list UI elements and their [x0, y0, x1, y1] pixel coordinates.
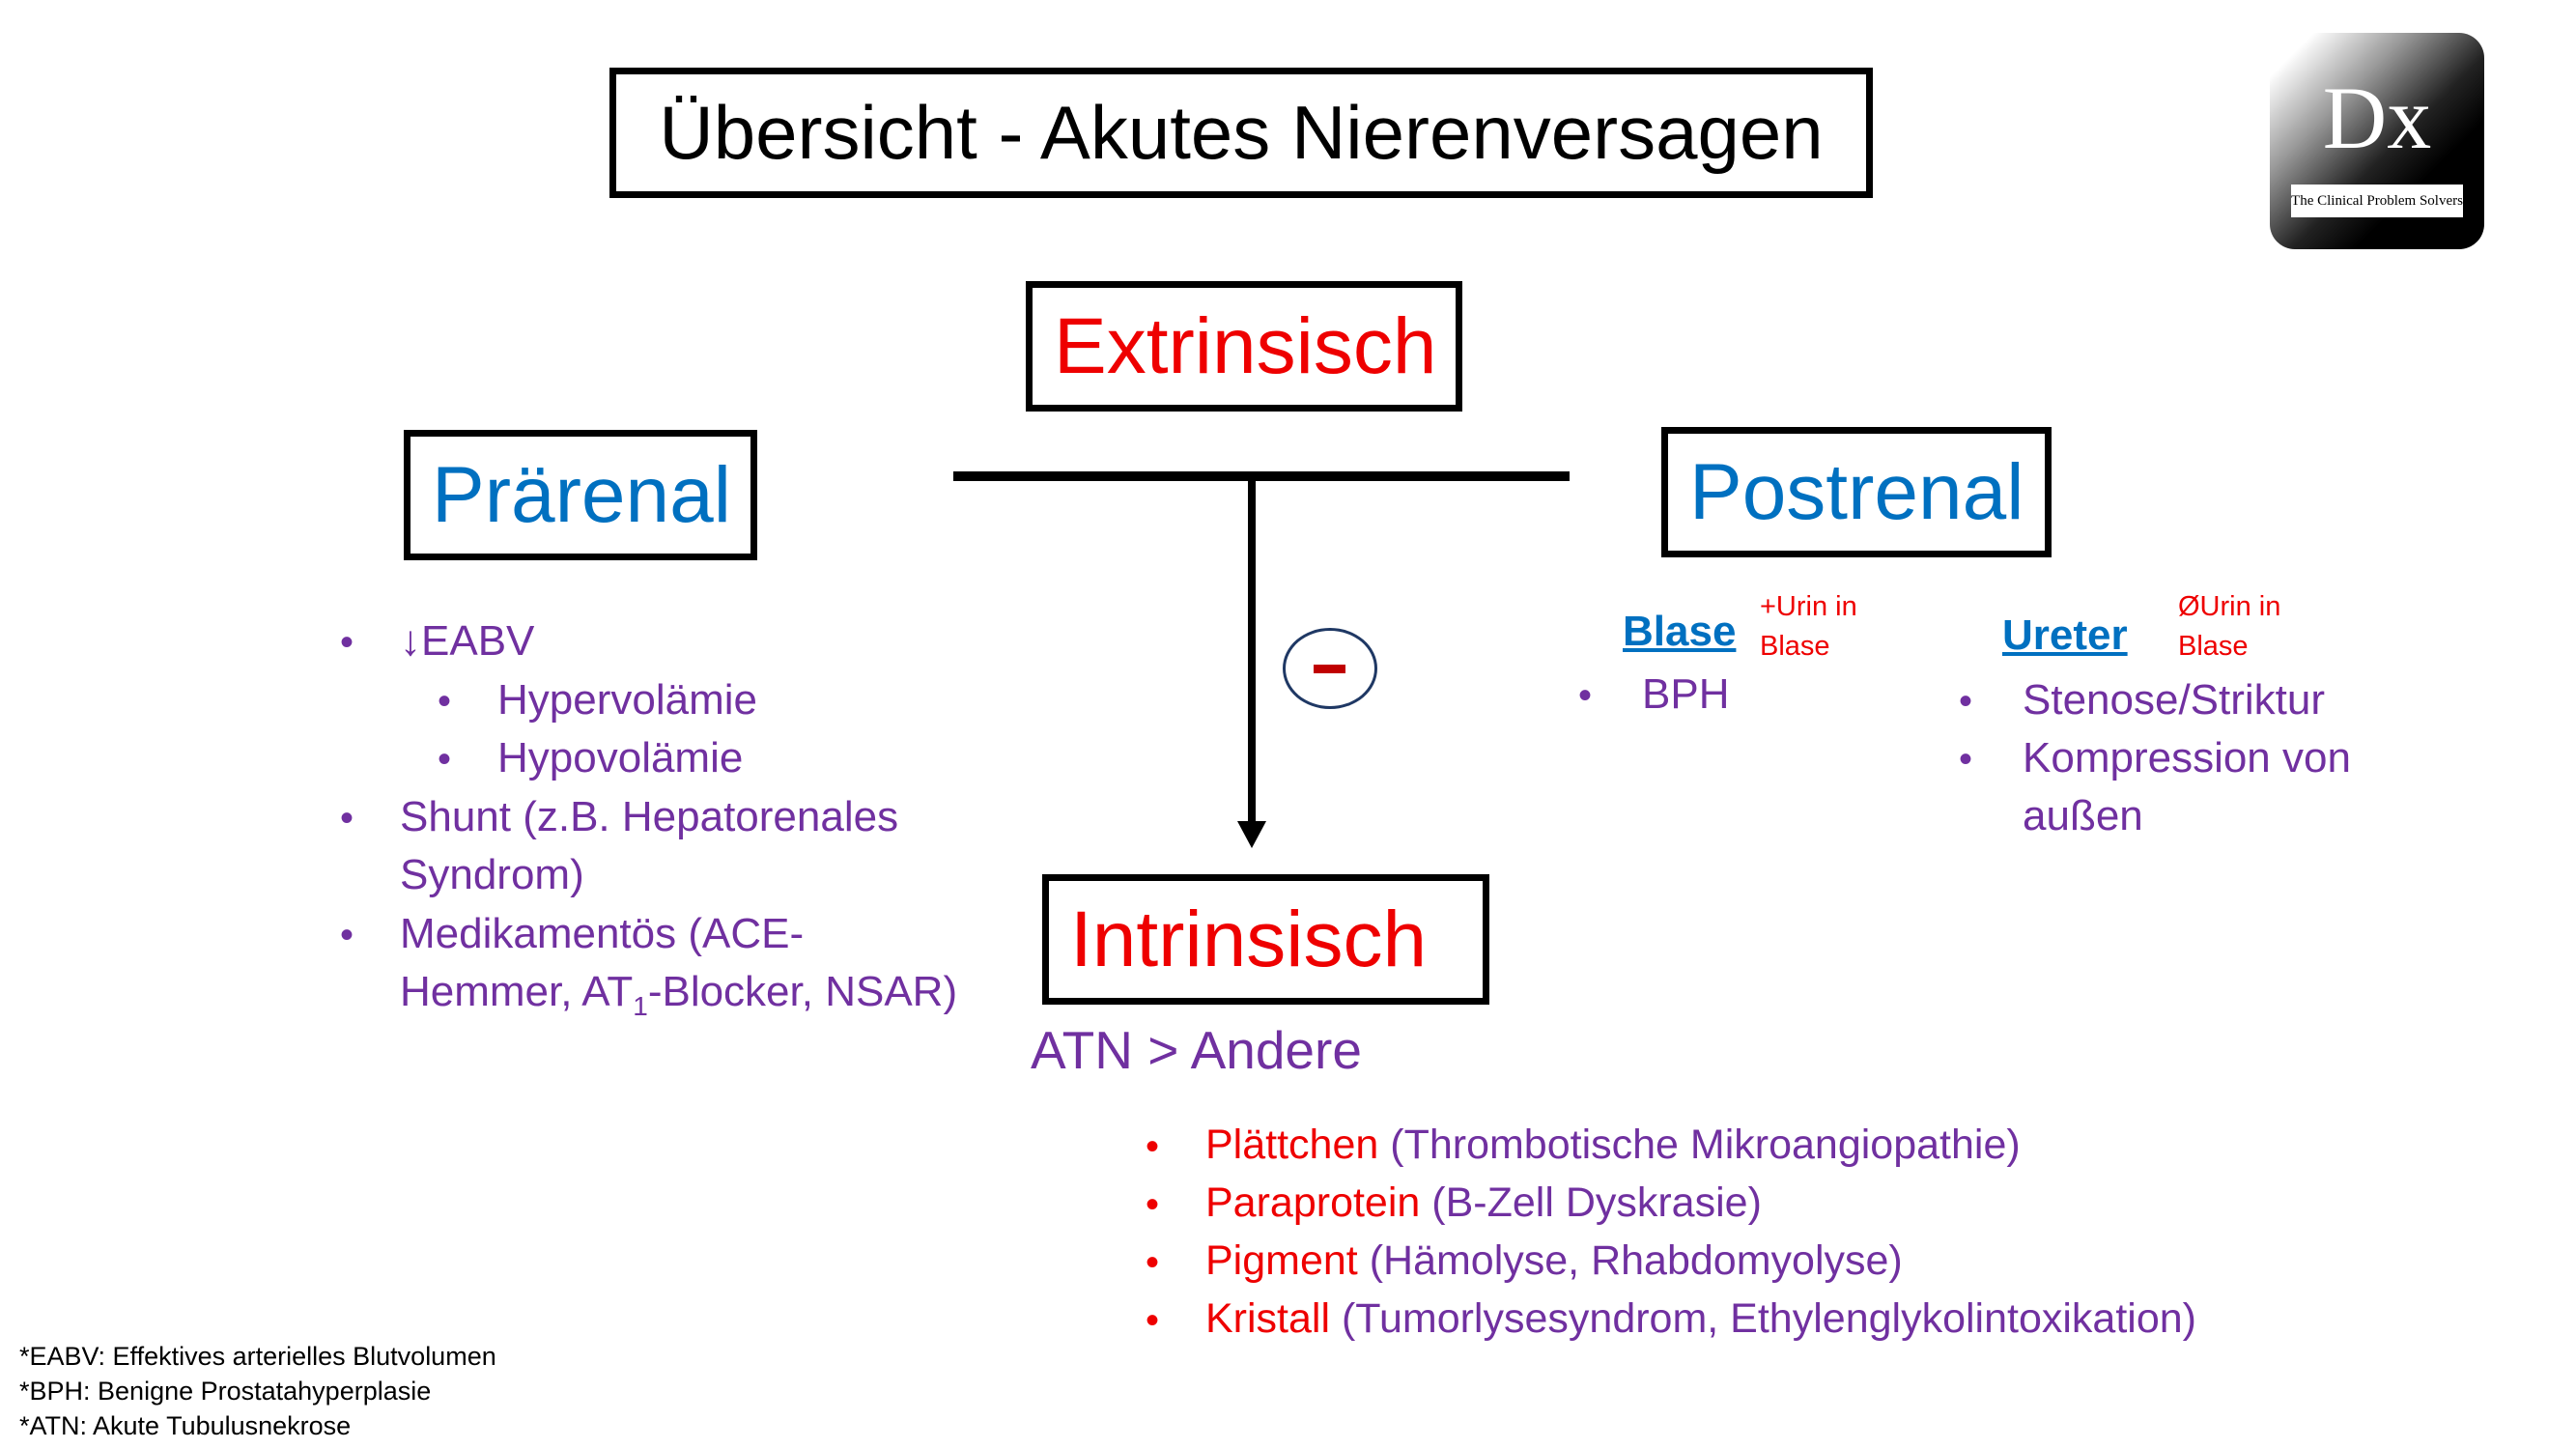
praerenal-item-shunt-line1: Shunt (z.B. Hepatorenales	[400, 793, 899, 840]
ureter-note-line2: Blase	[2178, 630, 2249, 662]
postrenal-blase-note: +Urin in Blase	[1760, 587, 1857, 666]
arrow-down-icon	[1237, 821, 1266, 848]
footnote-eabv: *EABV: Effektives arterielles Blutvolume…	[19, 1342, 496, 1371]
item-detail: (Hämolyse, Rhabdomyolyse)	[1357, 1237, 1903, 1284]
connector-vertical-line	[1248, 476, 1256, 824]
item-detail: (B-Zell Dyskrasie)	[1420, 1179, 1762, 1226]
bullet-icon: •	[438, 738, 452, 781]
item-detail: (Thrombotische Mikroangiopathie)	[1378, 1122, 2021, 1168]
node-praerenal: Prärenal	[404, 430, 757, 560]
minus-circle-icon	[1283, 628, 1377, 709]
praerenal-item-shunt-line2: Syndrom)	[400, 851, 584, 898]
connector-horizontal-line	[953, 471, 1570, 481]
page-title: Übersicht - Akutes Nierenversagen	[659, 90, 1824, 175]
intrinsisch-item-paraprotein: Paraprotein (B-Zell Dyskrasie)	[1205, 1182, 1762, 1224]
praerenal-item-medikamente-line1: Medikamentös (ACE-	[400, 910, 805, 957]
postrenal-blase-item-bph: BPH	[1642, 670, 1730, 718]
bullet-icon: •	[1146, 1183, 1160, 1226]
intrinsisch-item-pigment: Pigment (Hämolyse, Rhabdomyolyse)	[1205, 1240, 1903, 1282]
node-postrenal: Postrenal	[1661, 427, 2052, 557]
node-intrinsisch-label: Intrinsisch	[1070, 895, 1428, 983]
item-key: Kristall	[1205, 1295, 1331, 1342]
postrenal-ureter-item-stenose: Stenose/Striktur	[2023, 676, 2326, 724]
medikamente-line2-b: -Blocker, NSAR)	[647, 968, 958, 1015]
bullet-icon: •	[1146, 1241, 1160, 1284]
postrenal-ureter-note: ØUrin in Blase	[2178, 587, 2280, 666]
logo-mark: Dx	[2322, 69, 2432, 167]
bullet-icon: •	[1146, 1299, 1160, 1342]
node-extrinsisch-label: Extrinsisch	[1054, 301, 1437, 390]
postrenal-ureter-item-kompression-line2: außen	[2023, 792, 2143, 839]
node-praerenal-label: Prärenal	[432, 450, 731, 539]
node-postrenal-label: Postrenal	[1689, 447, 2024, 536]
intrinsisch-summary: ATN > Andere	[1031, 1020, 1362, 1080]
postrenal-ureter-heading: Ureter	[2002, 611, 2128, 659]
node-extrinsisch: Extrinsisch	[1026, 281, 1462, 412]
intrinsisch-item-plaettchen: Plättchen (Thrombotische Mikroangiopathi…	[1205, 1124, 2021, 1166]
item-key: Pigment	[1205, 1237, 1358, 1284]
bullet-icon: •	[340, 621, 354, 664]
medikamente-line2-a: Hemmer, AT	[400, 968, 634, 1015]
intrinsisch-item-kristall: Kristall (Tumorlysesyndrom, Ethylenglyko…	[1205, 1298, 2196, 1340]
medikamente-subscript: 1	[633, 991, 648, 1021]
blase-note-line1: +Urin in	[1760, 591, 1857, 622]
item-key: Plättchen	[1205, 1122, 1379, 1168]
item-detail: (Tumorlysesyndrom, Ethylenglykolintoxika…	[1330, 1295, 2196, 1342]
bullet-icon: •	[340, 797, 354, 839]
minus-sign-icon	[1314, 665, 1345, 673]
bullet-icon: •	[1959, 680, 1973, 723]
bullet-icon: •	[1146, 1125, 1160, 1168]
title-box: Übersicht - Akutes Nierenversagen	[609, 68, 1873, 198]
praerenal-sub-hypovolaemie: Hypovolämie	[497, 734, 744, 781]
footnote-bph: *BPH: Benigne Prostatahyperplasie	[19, 1377, 432, 1406]
ureter-note-line1: ØUrin in	[2178, 591, 2281, 622]
footnote-atn: *ATN: Akute Tubulusnekrose	[19, 1411, 352, 1440]
praerenal-sub-hypervolaemie: Hypervolämie	[497, 676, 757, 724]
blase-note-line2: Blase	[1760, 630, 1830, 662]
logo-tagline: The Clinical Problem Solvers	[2291, 185, 2463, 217]
node-intrinsisch: Intrinsisch	[1042, 874, 1489, 1005]
bullet-icon: •	[1578, 674, 1593, 717]
bullet-icon: •	[1959, 738, 1973, 781]
praerenal-item-medikamente-line2: Hemmer, AT1-Blocker, NSAR)	[400, 971, 957, 1020]
bullet-icon: •	[438, 680, 452, 723]
praerenal-item-eabv: ↓EABV	[400, 617, 535, 665]
postrenal-ureter-item-kompression-line1: Kompression von	[2023, 734, 2351, 781]
postrenal-blase-heading: Blase	[1623, 608, 1737, 655]
dx-logo: Dx The Clinical Problem Solvers	[2270, 33, 2484, 249]
bullet-icon: •	[340, 914, 354, 956]
item-key: Paraprotein	[1205, 1179, 1421, 1226]
